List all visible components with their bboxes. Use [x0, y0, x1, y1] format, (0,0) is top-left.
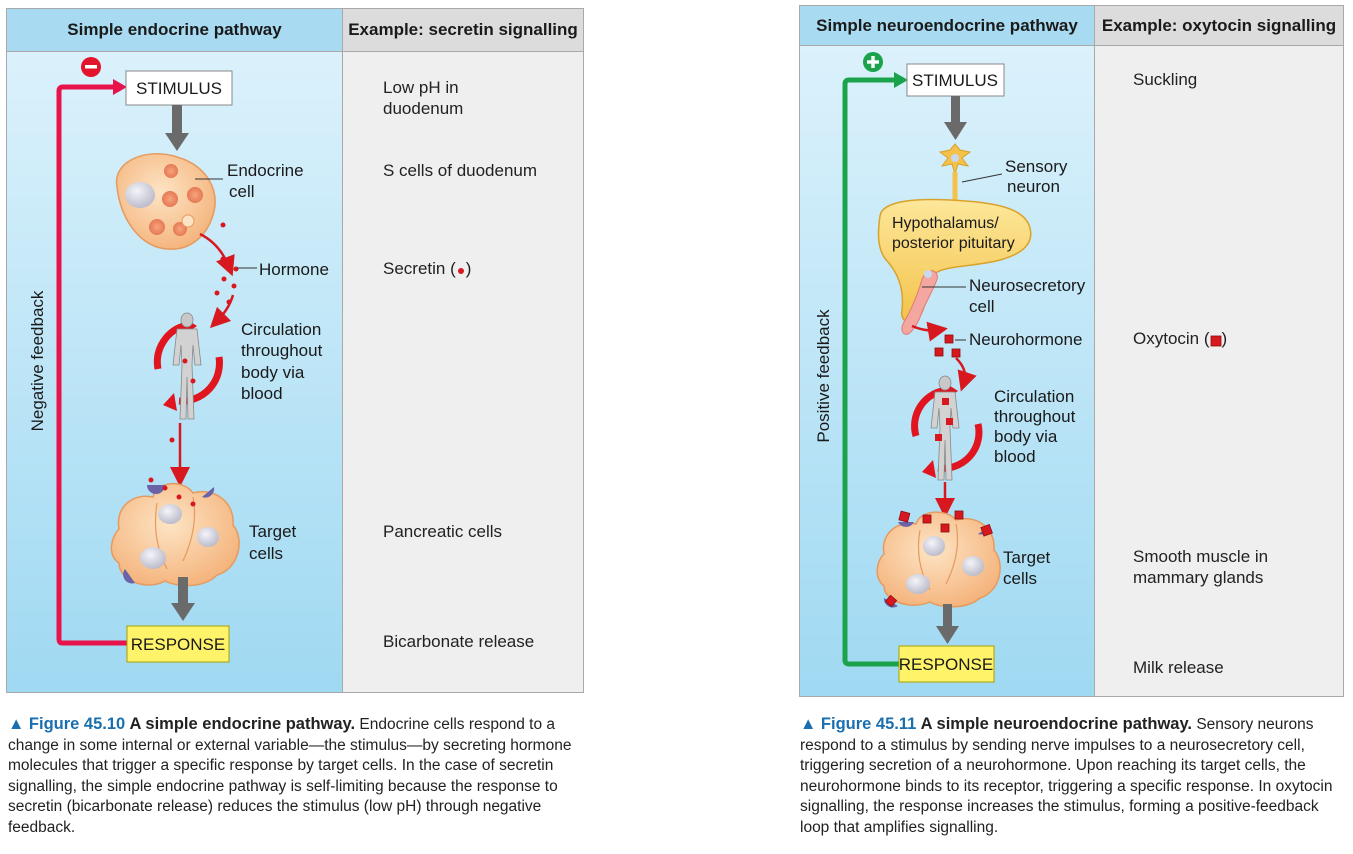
- stimulus-label: STIMULUS: [136, 79, 222, 98]
- response-box: [898, 645, 995, 683]
- circulation-label-line2: throughout: [994, 407, 1076, 426]
- gray-arrow: [165, 105, 189, 151]
- hypothalamus-label-line2: posterior pituitary: [892, 235, 1015, 252]
- example-response: Milk release: [1133, 658, 1224, 677]
- feedback-label: Positive feedback: [814, 309, 833, 443]
- target-cells-label-line2: cells: [249, 544, 283, 563]
- circulation-label-line1: Circulation: [994, 387, 1074, 406]
- stimulus-box: [125, 70, 233, 106]
- target-cells: [876, 510, 1001, 608]
- example-response: Bicarbonate release: [383, 632, 535, 651]
- caption-body: Endocrine cells respond to a change in s…: [8, 716, 572, 836]
- example-heading: Example: oxytocin signalling: [1095, 6, 1343, 46]
- figure-number: ▲ Figure 45.10: [8, 715, 126, 733]
- hypothalamus-label-line1: Hypothalamus/: [892, 215, 999, 232]
- secretin-dot-icon: [457, 267, 464, 274]
- response-label: RESPONSE: [899, 655, 993, 674]
- sensory-neuron-label-line2: neuron: [1007, 177, 1060, 196]
- endocrine-cell: [115, 153, 216, 250]
- feedback-label: Negative feedback: [28, 290, 47, 431]
- negative-feedback-loop: [56, 79, 127, 646]
- figure-caption: ▲ Figure 45.10 A simple endocrine pathwa…: [8, 714, 586, 838]
- endocrine-cell-label-line2: cell: [229, 182, 255, 201]
- diagram-heading: Simple endocrine pathway: [7, 9, 342, 52]
- endocrine-pathway-diagram: Negative feedback STIMULUS Endoc: [28, 57, 329, 663]
- hormone-molecule: [169, 437, 175, 443]
- example-column: Example: secretin signalling Low pH in d…: [343, 9, 583, 692]
- example-heading: Example: secretin signalling: [343, 9, 583, 52]
- response-label: RESPONSE: [131, 635, 225, 654]
- gray-arrow: [936, 604, 959, 644]
- sensory-neuron-label-line1: Sensory: [1005, 157, 1068, 176]
- circulation-label-line3: body via: [994, 427, 1058, 446]
- circulation-label-line4: blood: [241, 384, 283, 403]
- figure-title: A simple endocrine pathway.: [129, 715, 356, 733]
- example-hormone-name: Secretin (: [383, 259, 456, 278]
- target-cells-label-line1: Target: [1003, 548, 1051, 567]
- target-cells: [110, 477, 240, 587]
- endocrine-cell-label-line1: Endocrine: [227, 161, 304, 180]
- circulation-label-line3: body via: [241, 363, 305, 382]
- neurosecretory-cell-label-line1: Neurosecretory: [969, 276, 1086, 295]
- neurohormone-label: Neurohormone: [969, 330, 1082, 349]
- neuroendocrine-pathway-panel: Simple neuroendocrine pathway: [799, 5, 1344, 697]
- circulation-label-line2: throughout: [241, 341, 323, 360]
- oxytocin-square-icon: [1210, 335, 1221, 346]
- transport-arrow: [209, 294, 235, 329]
- neurosecretory-cell-label-line2: cell: [969, 297, 995, 316]
- neurohormone-molecules: [934, 334, 961, 358]
- figure-number: ▲ Figure 45.11: [800, 715, 917, 733]
- example-hormone: Oxytocin (): [1133, 328, 1227, 349]
- example-target: Pancreatic cells: [383, 522, 503, 541]
- diagram-column: Simple endocrine pathway: [7, 9, 343, 692]
- example-hormone-close: ): [465, 259, 472, 278]
- example-hormone-close: ): [1221, 329, 1228, 348]
- neuroendocrine-pathway-diagram: Positive feedback STIMULUS Sensory neuro…: [814, 52, 1086, 683]
- example-column: Example: oxytocin signalling Suckling Ox…: [1095, 6, 1343, 696]
- human-body-icon: [172, 312, 202, 420]
- target-cells-label-line1: Target: [249, 522, 297, 541]
- plus-sign-icon: [863, 52, 883, 72]
- secretion-arrow: [911, 321, 948, 342]
- transport-arrow: [955, 357, 977, 392]
- example-stimulus: Low pH in duodenum: [383, 78, 464, 118]
- target-cells-label-line2: cells: [1003, 569, 1037, 588]
- positive-feedback-loop: [842, 72, 908, 667]
- example-cell: S cells of duodenum: [383, 161, 538, 180]
- example-stimulus: Suckling: [1133, 70, 1198, 89]
- diagram-heading: Simple neuroendocrine pathway: [800, 6, 1094, 46]
- gray-arrow: [171, 577, 195, 621]
- secretion-arrow: [199, 232, 235, 277]
- gray-arrow: [944, 96, 967, 140]
- figure-title: A simple neuroendocrine pathway.: [920, 715, 1193, 733]
- minus-sign-icon: [81, 57, 101, 77]
- example-hormone-name: Oxytocin (: [1133, 329, 1210, 348]
- endocrine-pathway-panel: Simple endocrine pathway: [6, 8, 584, 693]
- example-target: Smooth muscle in mammary glands: [1133, 547, 1269, 587]
- response-box: [126, 625, 230, 663]
- circulation-label-line4: blood: [994, 447, 1036, 466]
- stimulus-label: STIMULUS: [912, 71, 998, 90]
- caption-body: Sensory neurons respond to a stimulus by…: [800, 716, 1333, 836]
- example-hormone: Secretin (): [383, 258, 471, 279]
- human-body-icon: [930, 375, 960, 481]
- sensory-neuron-icon: [938, 143, 972, 202]
- diagram-column: Simple neuroendocrine pathway: [800, 6, 1095, 696]
- figure-caption: ▲ Figure 45.11 A simple neuroendocrine p…: [800, 714, 1345, 838]
- hormone-label: Hormone: [259, 260, 329, 279]
- circulation-label-line1: Circulation: [241, 320, 321, 339]
- stimulus-box: [906, 63, 1005, 97]
